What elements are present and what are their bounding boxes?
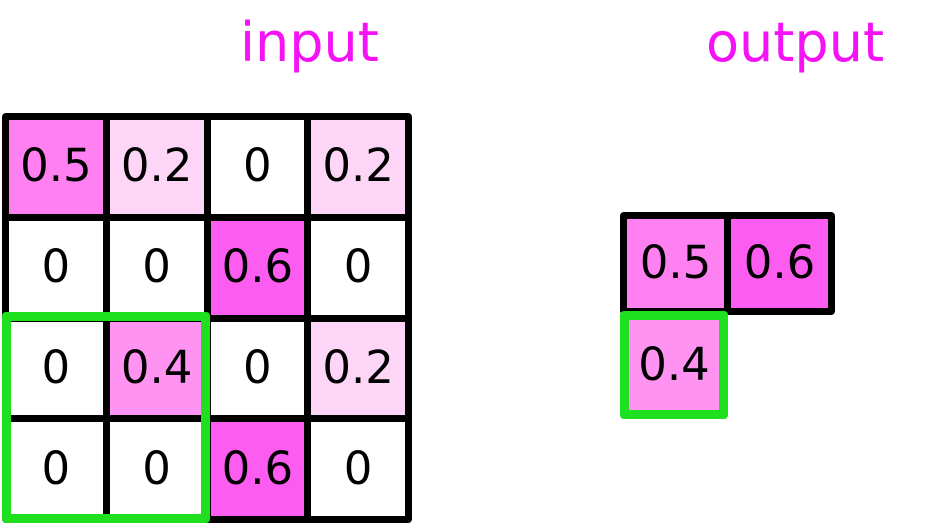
input-cell-r1c4[interactable]: 0.2 xyxy=(311,120,405,214)
output-title: output xyxy=(706,11,885,74)
input-cell-r4c2[interactable]: 0 xyxy=(109,422,204,516)
input-cell-value: 0 xyxy=(343,441,373,495)
input-cell-value: 0.4 xyxy=(120,340,193,394)
output-cell-value: 0.5 xyxy=(639,236,712,289)
input-cell-value: 0 xyxy=(41,441,71,495)
input-cell-value: 0.5 xyxy=(20,139,92,193)
input-cell-r1c3[interactable]: 0 xyxy=(210,120,305,214)
input-cell-value: 0.2 xyxy=(322,139,394,193)
output-cell-value: 0.6 xyxy=(743,236,816,289)
input-cell-value: 0 xyxy=(142,441,171,495)
input-cell-value: 0.6 xyxy=(221,240,294,294)
input-cell-r2c2[interactable]: 0 xyxy=(109,220,204,315)
output-cell-r2c1-highlight: 0.4 xyxy=(620,311,728,419)
input-cell-value: 0 xyxy=(41,240,71,294)
input-cell-r3c3[interactable]: 0 xyxy=(210,321,305,416)
input-matrix: 0.5 0.2 0 0.2 0 0 0.6 0 0 0.4 0 0.2 0 0 … xyxy=(2,113,412,523)
input-cell-r4c1[interactable]: 0 xyxy=(9,422,103,516)
input-title: input xyxy=(240,11,379,74)
output-cell-r1c2[interactable]: 0.6 xyxy=(731,219,828,308)
input-cell-r4c3[interactable]: 0.6 xyxy=(210,422,305,516)
input-cell-value: 0.6 xyxy=(221,441,294,495)
input-cell-value: 0 xyxy=(243,340,272,394)
input-cell-value: 0.2 xyxy=(322,340,394,394)
input-cell-r1c2[interactable]: 0.2 xyxy=(109,120,204,214)
input-cell-value: 0 xyxy=(41,340,71,394)
input-cell-r1c1[interactable]: 0.5 xyxy=(9,120,103,214)
input-cell-r3c2[interactable]: 0.4 xyxy=(109,321,204,416)
output-cell-r1c1[interactable]: 0.5 xyxy=(627,219,724,308)
input-cell-value: 0.2 xyxy=(120,139,193,193)
output-cell-value: 0.4 xyxy=(638,337,710,391)
input-cell-r4c4[interactable]: 0 xyxy=(311,422,405,516)
output-cell-r2c1[interactable]: 0.4 xyxy=(629,320,719,410)
input-cell-value: 0 xyxy=(243,139,272,193)
input-cell-value: 0 xyxy=(343,240,373,294)
input-cell-value: 0 xyxy=(142,240,171,294)
input-cell-r3c1[interactable]: 0 xyxy=(9,321,103,416)
output-matrix-row-1: 0.5 0.6 xyxy=(620,212,835,315)
input-cell-r2c1[interactable]: 0 xyxy=(9,220,103,315)
input-cell-r3c4[interactable]: 0.2 xyxy=(311,321,405,416)
input-cell-r2c3[interactable]: 0.6 xyxy=(210,220,305,315)
input-cell-r2c4[interactable]: 0 xyxy=(311,220,405,315)
